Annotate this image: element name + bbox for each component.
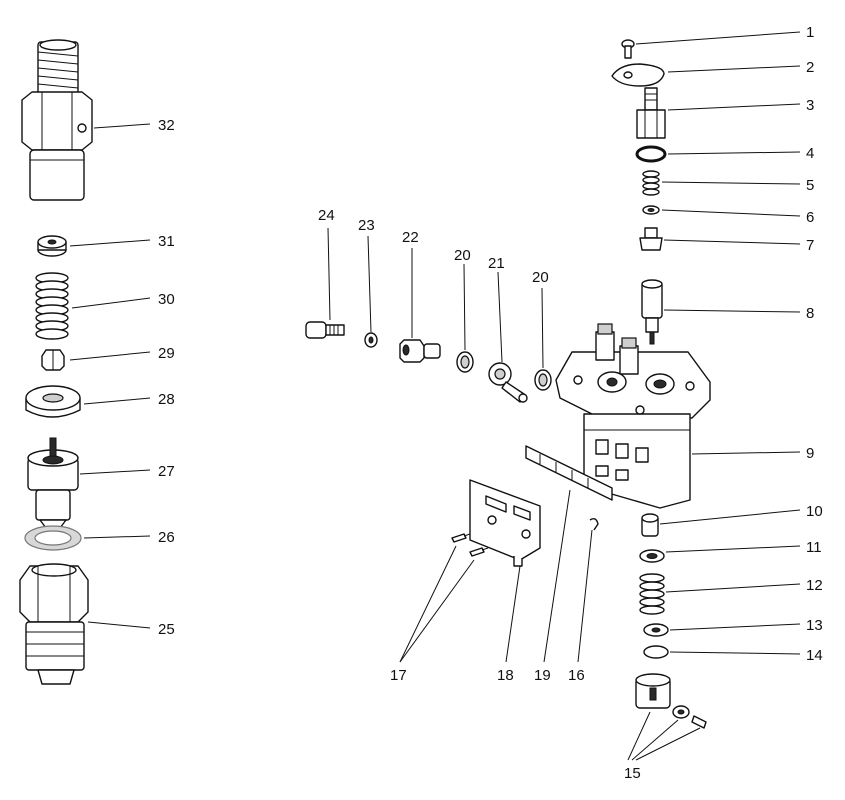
part-31-seat — [37, 235, 67, 257]
callout-28: 28 — [158, 391, 175, 408]
callout-31: 31 — [158, 233, 175, 250]
callout-2: 2 — [806, 59, 814, 76]
part-29-pin — [41, 349, 65, 371]
part-17-screws — [451, 533, 489, 557]
callout-11: 11 — [806, 539, 822, 556]
callout-29: 29 — [158, 345, 175, 362]
callout-5: 5 — [806, 177, 814, 194]
callout-1: 1 — [806, 24, 814, 41]
callout-18: 18 — [497, 667, 514, 684]
callout-3: 3 — [806, 97, 814, 114]
part-5-spring — [642, 170, 660, 196]
part-18-cover-plate — [469, 479, 541, 567]
callout-21: 21 — [488, 255, 505, 272]
callout-16: 16 — [568, 667, 585, 684]
part-1-screw — [621, 39, 635, 59]
callout-13: 13 — [806, 617, 823, 634]
part-12-spring — [639, 573, 665, 615]
callout-9: 9 — [806, 445, 814, 462]
callout-19: 19 — [534, 667, 551, 684]
part-15-tappet — [635, 673, 707, 729]
part-32-nozzle-holder — [21, 39, 93, 201]
callout-7: 7 — [806, 237, 814, 254]
callout-15: 15 — [624, 765, 641, 782]
part-21-banjo — [488, 362, 528, 403]
part-8-plunger — [641, 279, 663, 345]
part-22-fitting — [399, 339, 441, 363]
callout-24: 24 — [318, 207, 335, 224]
part-2-plate — [611, 63, 665, 87]
part-10-tappet-guide — [641, 513, 659, 537]
part-6-washer — [642, 205, 660, 215]
part-27-nozzle — [27, 437, 79, 529]
callout-17: 17 — [390, 667, 407, 684]
callout-4: 4 — [806, 145, 814, 162]
callout-27: 27 — [158, 463, 175, 480]
callout-32: 32 — [158, 117, 175, 134]
part-23-washer — [364, 332, 378, 348]
callout-6: 6 — [806, 209, 814, 226]
part-25-nozzle-nut — [19, 563, 89, 685]
part-14-disc — [643, 645, 669, 659]
callout-25: 25 — [158, 621, 175, 638]
part-13-seat — [643, 623, 669, 637]
callout-12: 12 — [806, 577, 823, 594]
callout-26: 26 — [158, 529, 175, 546]
part-30-spring — [35, 272, 69, 340]
callout-20-a: 20 — [454, 247, 471, 264]
part-11-seat — [639, 549, 665, 563]
part-9-pump-body — [555, 323, 711, 509]
part-19-rack — [525, 445, 613, 501]
callout-10: 10 — [806, 503, 823, 520]
part-26-gasket — [24, 525, 82, 551]
callout-14: 14 — [806, 647, 823, 664]
callout-8: 8 — [806, 305, 814, 322]
part-4-o-ring — [635, 145, 667, 163]
part-24-bolt — [305, 321, 345, 339]
part-20-washer-b — [534, 369, 552, 391]
callout-30: 30 — [158, 291, 175, 308]
part-16-clip — [589, 517, 599, 531]
part-3-holder — [636, 87, 666, 139]
callout-23: 23 — [358, 217, 375, 234]
part-28-spacer — [25, 385, 81, 418]
part-20-washer-a — [456, 351, 474, 373]
part-7-valve — [639, 227, 663, 251]
callout-20-b: 20 — [532, 269, 549, 286]
callout-22: 22 — [402, 229, 419, 246]
